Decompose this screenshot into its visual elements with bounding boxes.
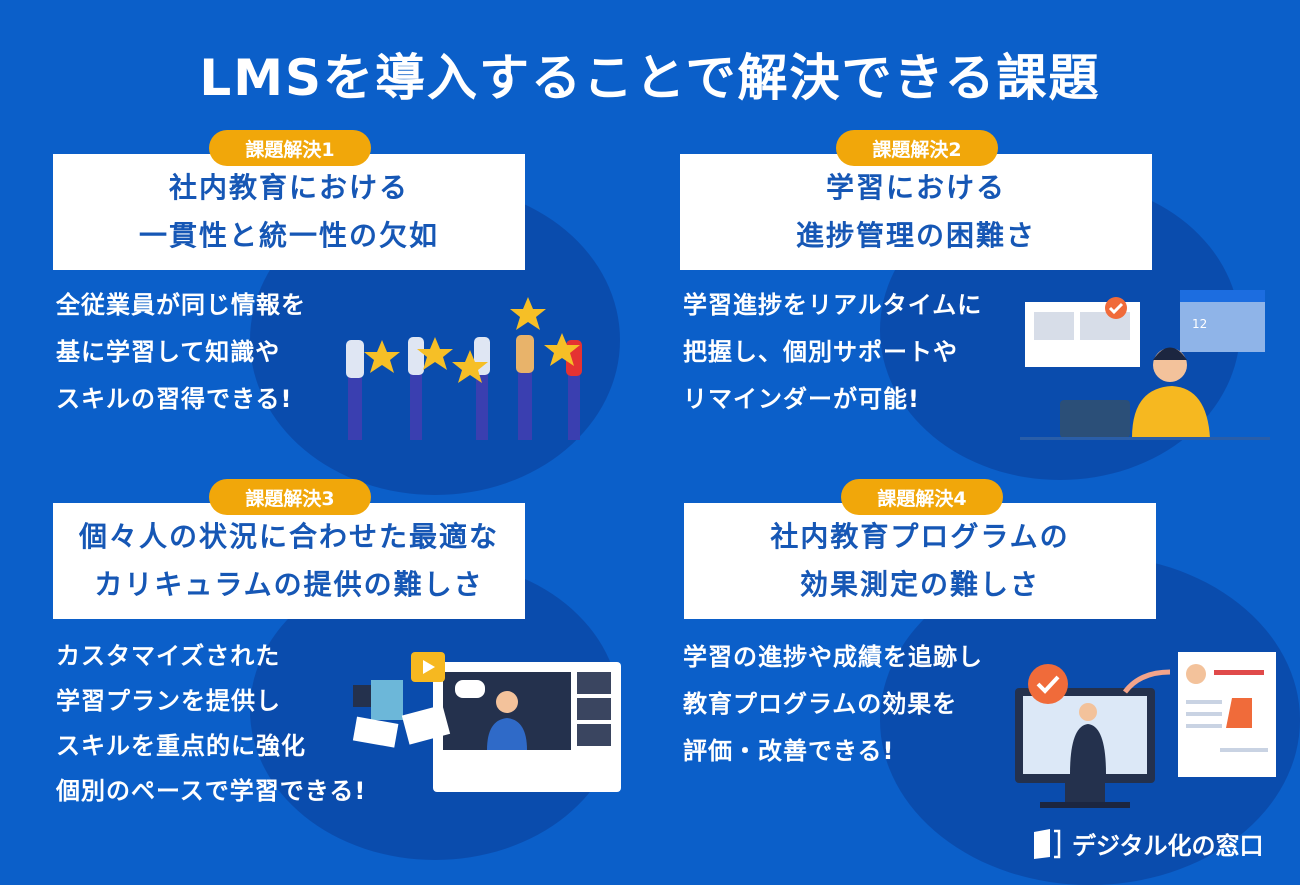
card-2-body: 学習進捗をリアルタイムに 把握し、個別サポートや リマインダーが可能! [683, 282, 982, 423]
body-line: 教育プログラムの効果を [683, 690, 958, 718]
card-2-badge: 課題解決2 [836, 130, 998, 166]
heading-line: 社内教育における [168, 171, 409, 204]
body-line: カスタマイズされた [56, 642, 281, 670]
heading-line: 進捗管理の困難さ [795, 219, 1036, 252]
body-line: スキルを重点的に強化 [56, 732, 306, 760]
body-line: スキルの習得できる! [56, 385, 293, 413]
body-line: 学習の進捗や成績を追跡し [683, 643, 983, 671]
card-2-heading: 学習における 進捗管理の困難さ [680, 154, 1152, 270]
window-logo-icon [1034, 828, 1061, 859]
brand-name: デジタル化の窓口 [1072, 832, 1264, 860]
heading-line: 学習における [825, 171, 1006, 204]
card-4-heading: 社内教育プログラムの 効果測定の難しさ [684, 503, 1156, 619]
brand-logo: デジタル化の窓口 [1032, 826, 1264, 861]
online-course-illustration [352, 652, 621, 792]
card-1-body: 全従業員が同じ情報を 基に学習して知識や スキルの習得できる! [56, 282, 306, 423]
card-1-badge: 課題解決1 [209, 130, 371, 166]
body-line: 把握し、個別サポートや [683, 338, 958, 366]
body-line: 全従業員が同じ情報を [56, 291, 306, 319]
people-with-stars-illustration [346, 297, 582, 440]
evaluation-illustration [1015, 652, 1276, 808]
card-3-badge: 課題解決3 [209, 479, 371, 515]
card-4-body: 学習の進捗や成績を追跡し 教育プログラムの効果を 評価・改善できる! [683, 634, 983, 775]
calendar-day: 12 [1192, 317, 1207, 331]
body-line: 学習進捗をリアルタイムに [683, 291, 983, 319]
heading-line: 個々人の状況に合わせた最適な [78, 520, 499, 553]
heading-line: カリキュラムの提供の難しさ [94, 568, 484, 601]
card-3-heading: 個々人の状況に合わせた最適な カリキュラムの提供の難しさ [53, 503, 525, 619]
page-title: LMSを導入することで解決できる課題 [199, 49, 1101, 107]
card-3-body: カスタマイズされた 学習プランを提供し スキルを重点的に強化 個別のペースで学習… [56, 634, 366, 814]
body-line: リマインダーが可能! [683, 385, 920, 413]
body-line: 学習プランを提供し [56, 687, 281, 715]
heading-line: 効果測定の難しさ [799, 568, 1040, 601]
card-1-heading: 社内教育における 一貫性と統一性の欠如 [53, 154, 525, 270]
body-line: 評価・改善できる! [683, 737, 895, 765]
progress-tracking-illustration: 12 [1020, 290, 1270, 440]
heading-line: 社内教育プログラムの [770, 520, 1070, 553]
card-4-badge: 課題解決4 [841, 479, 1003, 515]
heading-line: 一貫性と統一性の欠如 [138, 219, 439, 252]
body-line: 基に学習して知識や [56, 338, 281, 366]
body-line: 個別のペースで学習できる! [56, 777, 367, 805]
